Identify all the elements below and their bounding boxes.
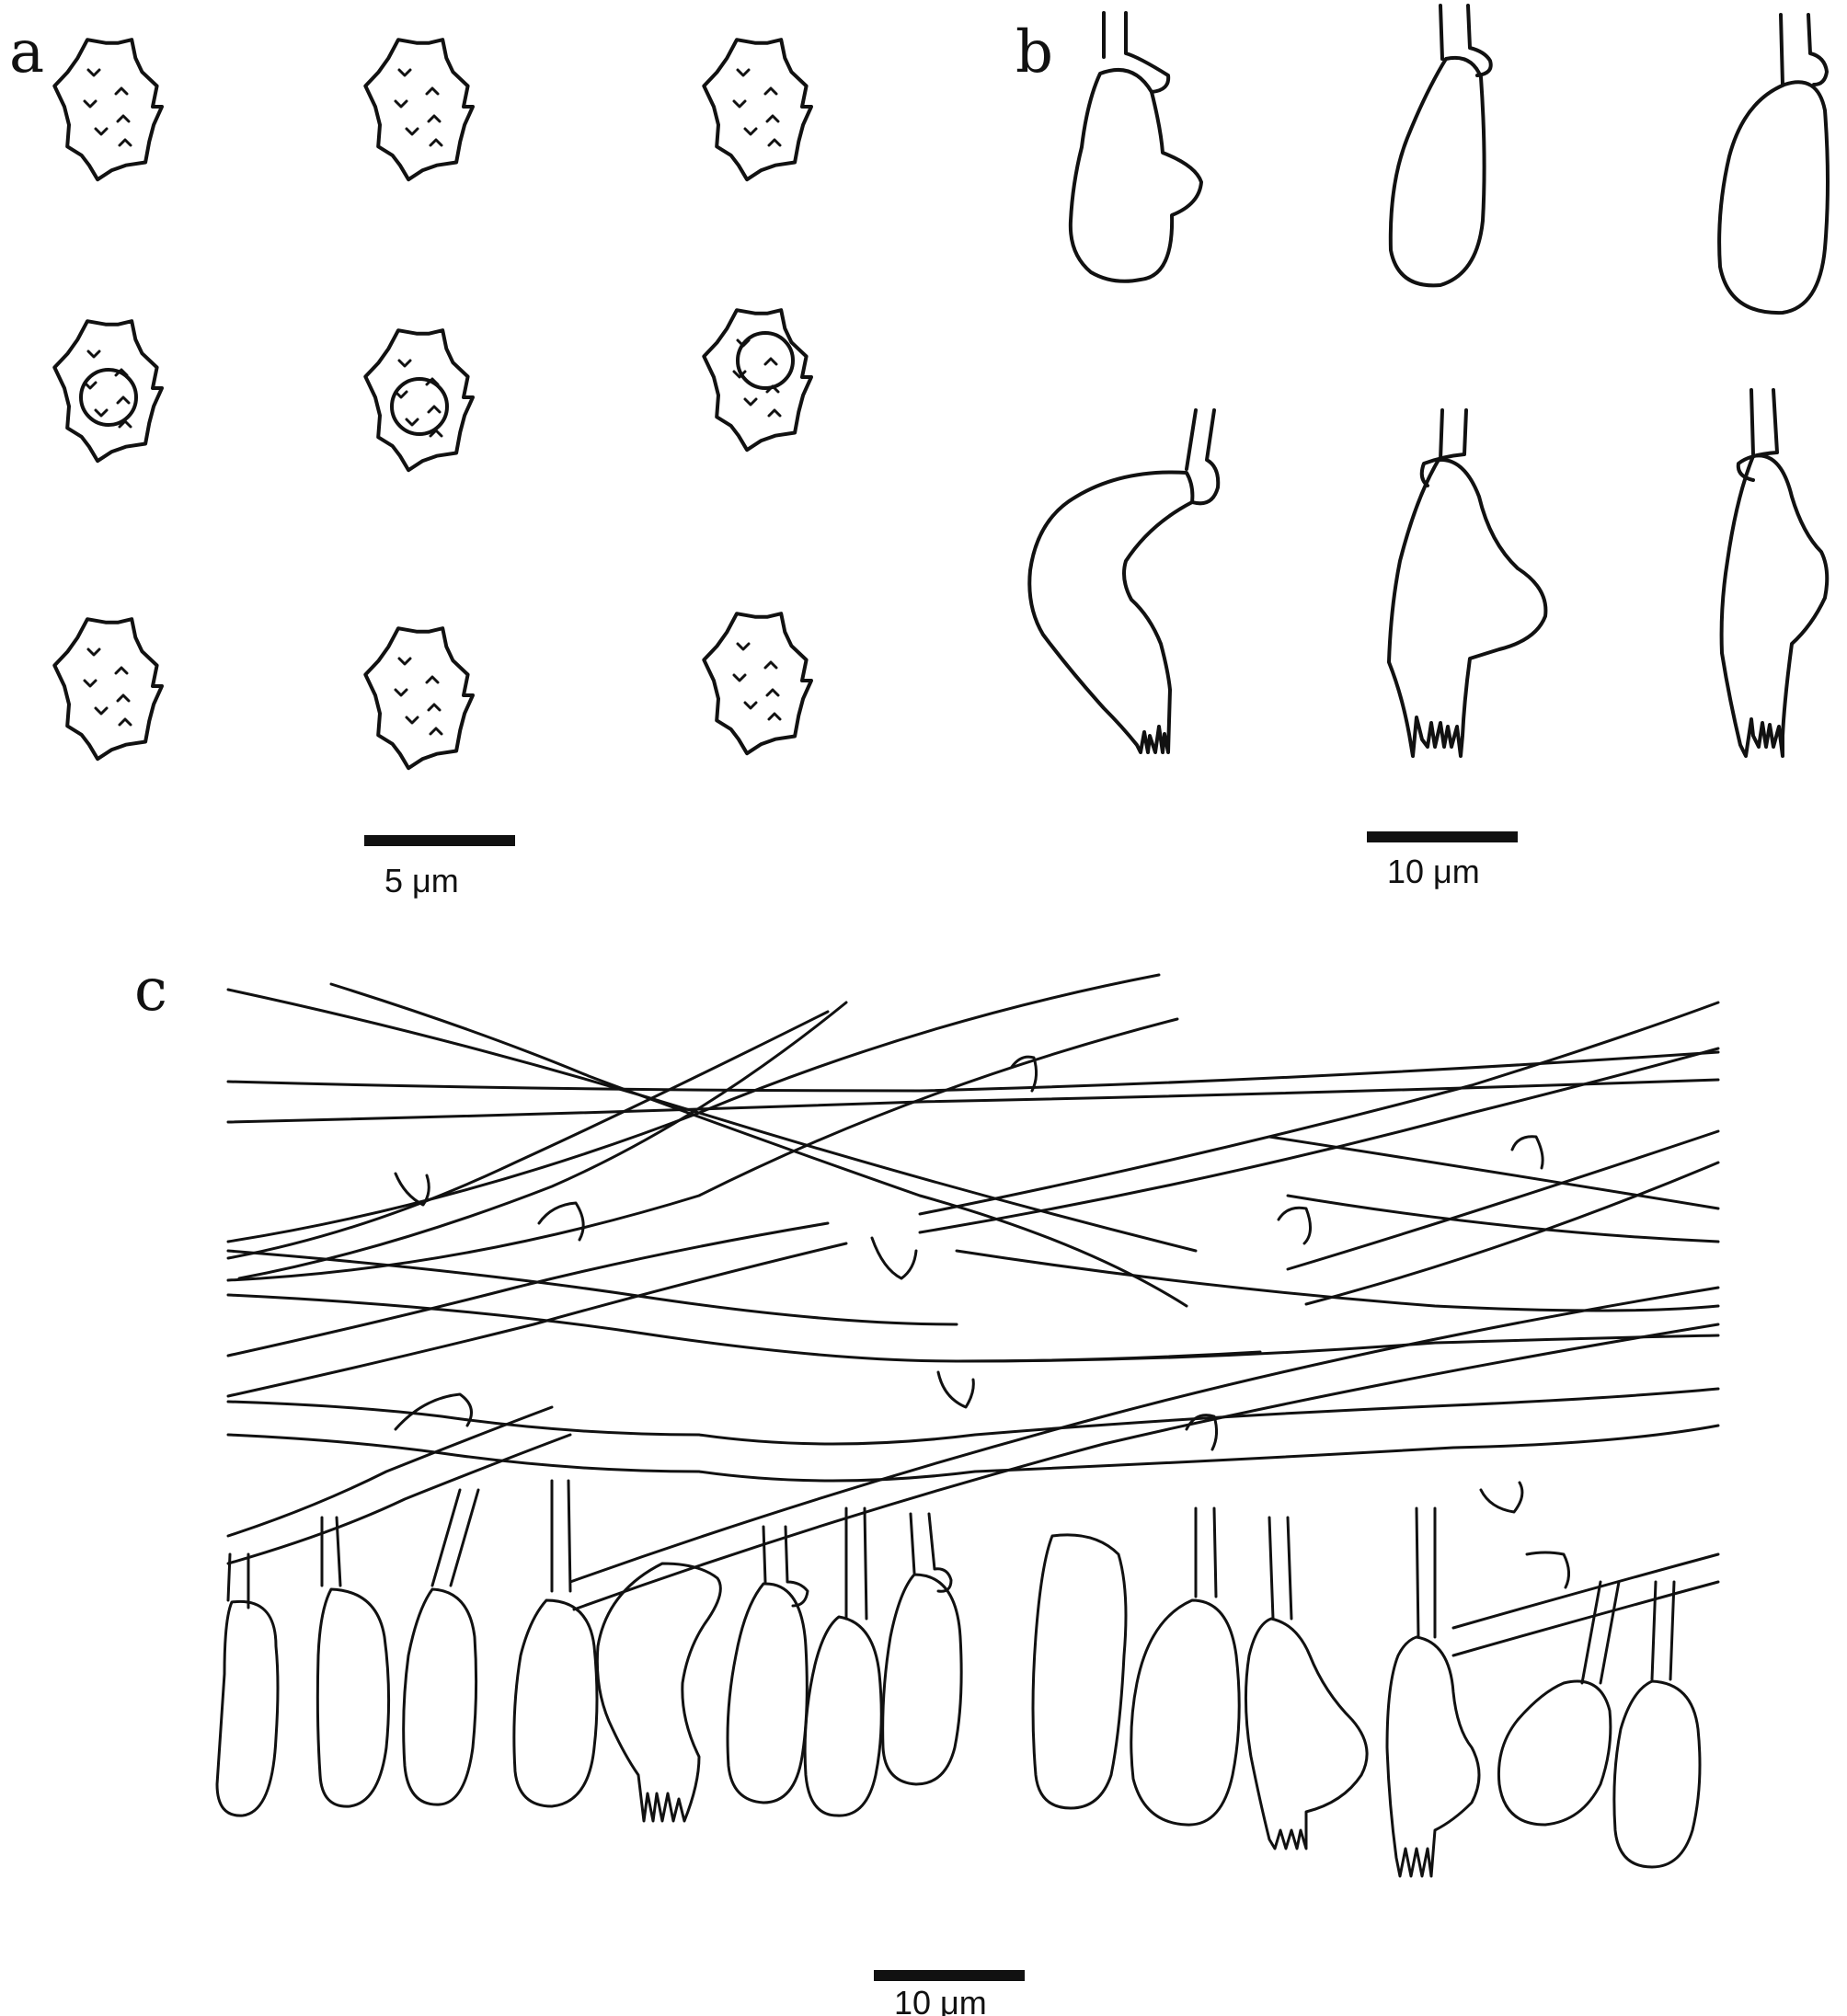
spore	[363, 626, 475, 771]
hyphae	[226, 973, 1720, 1657]
spore	[363, 38, 475, 182]
basidium-3	[1719, 388, 1830, 758]
basidiole-1	[1068, 11, 1203, 283]
panel-c-scale-label: 10 μm	[894, 1984, 987, 2016]
spore	[702, 38, 813, 182]
panel-c-label: c	[134, 956, 167, 1025]
basidium-2	[1387, 408, 1548, 758]
panel-c: c	[134, 956, 1720, 2016]
spore	[702, 308, 813, 452]
basidiole-2	[1388, 4, 1493, 288]
panel-b-label: b	[1015, 18, 1053, 86]
panel-b: b 10 μm	[1015, 4, 1830, 890]
panel-a-scale-label: 5 μm	[384, 862, 459, 899]
spore	[52, 38, 164, 182]
hymenium-cells	[215, 1479, 1702, 1878]
spore	[363, 328, 475, 473]
basidiole-3	[1717, 13, 1830, 315]
spore	[52, 319, 164, 464]
panel-a: a 5 μm	[9, 18, 813, 899]
panel-a-label: a	[9, 18, 44, 86]
spore	[52, 617, 164, 762]
spore	[702, 612, 813, 756]
clamp-connections	[394, 1055, 1570, 1589]
panel-b-scale-label: 10 μm	[1387, 853, 1480, 890]
spore-grid	[52, 38, 813, 771]
basidium-1	[1027, 408, 1221, 754]
